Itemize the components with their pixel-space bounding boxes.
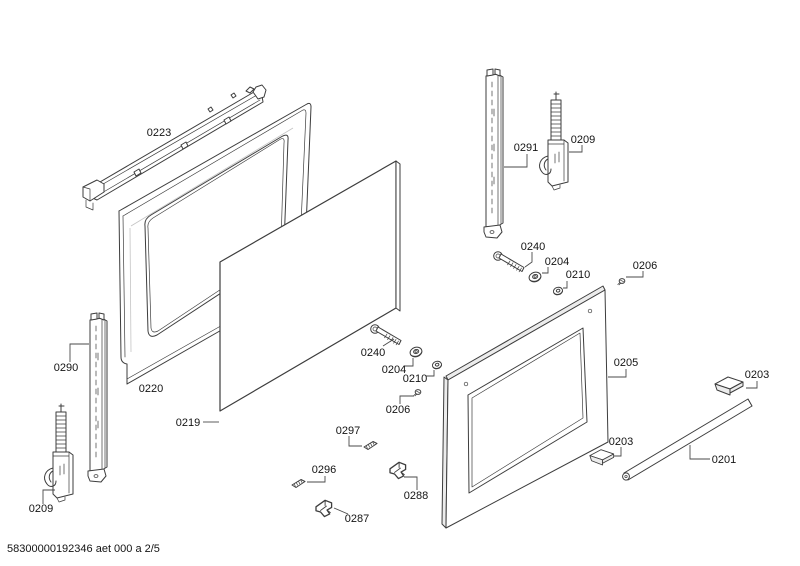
leader-0204-middle	[404, 358, 414, 367]
callout-0296: 0296	[312, 464, 336, 476]
leader-0288	[404, 476, 418, 490]
leader-0210-upper	[563, 281, 568, 289]
leader-0206-middle	[399, 395, 414, 404]
leader-0209-left	[42, 489, 55, 504]
callout-0203-right: 0203	[745, 369, 769, 381]
leader-0290	[69, 343, 89, 362]
clip-pin-upper	[363, 441, 378, 450]
washer-small-upper	[552, 285, 564, 297]
callout-0240-middle: 0240	[361, 347, 385, 359]
hinge-rail-right	[483, 68, 504, 239]
callout-0291: 0291	[514, 142, 538, 154]
callout-0297: 0297	[336, 425, 360, 437]
door-handle-bar	[622, 398, 753, 481]
callout-0210-upper: 0210	[566, 269, 590, 281]
leader-0204-upper	[542, 267, 549, 274]
hinge-rail-left	[87, 312, 108, 483]
screw-small-middle	[413, 389, 422, 397]
document-number: 58300000192346 aet 000 a 2/5	[7, 543, 160, 555]
callout-0203-left: 0203	[609, 436, 633, 448]
callout-0220: 0220	[139, 383, 163, 395]
clip-bracket-right	[389, 461, 407, 480]
handle-bracket-left	[589, 449, 615, 466]
clip-pin-lower	[291, 479, 306, 488]
callout-0209-right: 0209	[571, 134, 595, 146]
part-callouts: 0223 0291 0209 0240 0204 0210 0206 0290 …	[29, 127, 769, 525]
leader-0206-upper	[626, 271, 644, 278]
leader-0287	[333, 507, 349, 515]
clip-bracket-left	[315, 499, 333, 518]
bolt-upper	[493, 251, 525, 273]
leader-0201	[689, 445, 710, 460]
inner-glass-panel	[219, 160, 401, 412]
callout-0201: 0201	[712, 454, 736, 466]
leader-lines	[42, 145, 758, 515]
callout-0206-middle: 0206	[386, 404, 410, 416]
leader-0210-middle	[426, 370, 435, 377]
leader-0209-right	[569, 145, 583, 153]
leader-0297	[348, 436, 362, 447]
leader-0203-left	[614, 447, 622, 457]
door-top-trim-rail	[82, 84, 267, 211]
handle-bracket-right	[714, 376, 744, 396]
callout-0287: 0287	[345, 513, 369, 525]
leader-0296	[307, 476, 326, 483]
callout-0210-middle: 0210	[403, 373, 427, 385]
washer-small-middle	[431, 359, 443, 371]
hinge-latch-right	[539, 91, 569, 191]
callout-0288: 0288	[404, 490, 428, 502]
washer-large-middle	[408, 345, 424, 359]
leader-0205	[608, 369, 627, 378]
callout-0219: 0219	[176, 417, 200, 429]
callout-0240-upper: 0240	[521, 241, 545, 253]
leader-0240-middle	[382, 338, 395, 347]
hinge-latch-left	[44, 403, 74, 503]
bolt-middle	[370, 324, 402, 346]
callout-0206-upper: 0206	[633, 260, 657, 272]
screw-small-upper	[617, 278, 626, 286]
callout-0209-left: 0209	[29, 503, 53, 515]
callout-0205: 0205	[614, 357, 638, 369]
leader-0203-right	[746, 381, 758, 389]
callout-0204-middle: 0204	[382, 364, 406, 376]
callout-0223: 0223	[147, 127, 171, 139]
leader-0291	[504, 154, 528, 168]
leader-0240-upper	[524, 252, 533, 268]
washer-large-upper	[527, 270, 543, 284]
callout-0290: 0290	[54, 362, 78, 374]
outer-door-panel	[441, 285, 609, 529]
callout-0204-upper: 0204	[545, 256, 569, 268]
